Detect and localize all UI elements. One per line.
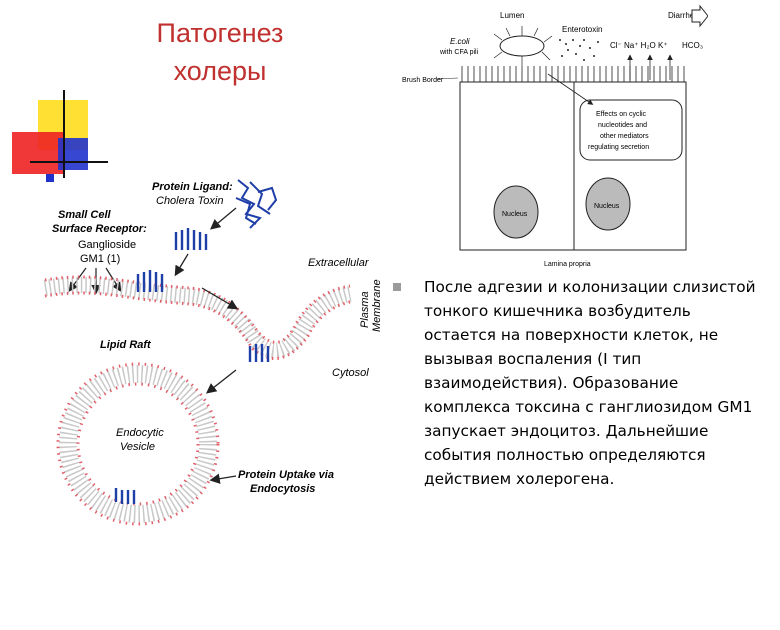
lumen-label: Lumen [500, 11, 524, 20]
effects-label-1: Effects on cyclic [596, 111, 647, 118]
toxin-in-vesicle [114, 488, 136, 504]
description-paragraph: После адгезии и колонизации слизистой то… [424, 275, 774, 491]
paragraph-line: вызывая воспаления (I тип [424, 350, 642, 368]
paragraph-line: действием холерогена. [424, 470, 615, 488]
paragraph-line: события полностью определяются [424, 446, 706, 464]
small-blue-square [46, 174, 54, 182]
title-line-2: холеры [173, 56, 267, 86]
ligand-label: Protein Ligand: Cholera Toxin [152, 181, 233, 207]
title-line-1: Патогенез [156, 18, 284, 48]
paragraph-line: После адгезии и колонизации слизистой [424, 278, 756, 296]
receptor-label-line-2: Surface Receptor: [52, 223, 147, 235]
nucleus-label-left: Nucleus [502, 211, 528, 218]
uptake-arrow [209, 473, 237, 484]
protein-ligand-label: Protein Ligand: [152, 181, 233, 193]
effects-arrow [547, 73, 594, 105]
plasma-membrane-label-1: Plasma [359, 291, 371, 328]
brush-border-label: Brush Border [402, 77, 444, 84]
effects-box [579, 99, 683, 161]
nucleus-right [585, 177, 631, 231]
receptor-label: Small Cell Surface Receptor: Ganglioside… [52, 209, 147, 265]
paragraph-line: запускает эндоцитоз. Дальнейшие [424, 422, 709, 440]
red-square [12, 132, 64, 174]
nucleus-label-right: Nucleus [594, 203, 620, 210]
toxin-bound-raft [136, 270, 164, 292]
receptor-label-line-4: GM1 (1) [80, 253, 120, 265]
diarrhea-arrow [691, 4, 708, 28]
bullet-marker [393, 283, 401, 291]
ecoli-bacterium [499, 35, 545, 57]
enterotoxin-dots [559, 39, 599, 61]
paragraph-line: комплекса токсина с ганглиозидом GM1 [424, 398, 753, 416]
ecoli-label-1: E.coli [450, 37, 470, 46]
ligand-arrow [210, 207, 237, 230]
lamina-propria-label: Lamina propria [544, 261, 591, 268]
lipid-raft-label: Lipid Raft [100, 339, 152, 351]
plasma-membrane-heads-bottom [44, 291, 351, 360]
endocytic-vesicle-label-1: Endocytic [116, 427, 164, 439]
decorative-squares [12, 90, 108, 182]
hco3-label: HCO₃ [682, 41, 703, 50]
vesicle-heads-outer [56, 362, 220, 526]
uptake-label-2: Endocytosis [250, 483, 315, 495]
ions-label: Cl⁻ Na⁺ H₂O K⁺ [610, 41, 668, 50]
effects-label-3: other mediators [600, 133, 649, 140]
plasma-membrane [43, 277, 352, 359]
enterotoxin-label: Enterotoxin [562, 25, 602, 34]
paragraph-line: остается на поверхности клеток, не [424, 326, 719, 344]
cholera-toxin-label: Cholera Toxin [156, 195, 223, 207]
extracellular-label: Extracellular [308, 257, 370, 269]
cholera-toxin-endocytosis-figure: Protein Ligand: Cholera Toxin Small Cell… [43, 179, 383, 526]
effects-label-2: nucleotides and [598, 122, 647, 129]
raft-arrow [201, 287, 239, 310]
slide-title: Патогенез холеры [120, 14, 320, 90]
uptake-label-1: Protein Uptake via [238, 469, 334, 481]
epithelial-layer [459, 81, 687, 251]
cholera-toxin-molecule [235, 179, 278, 229]
receptor-label-line-1: Small Cell [58, 209, 112, 221]
toxin-in-pit [248, 344, 270, 362]
enterocyte-secretion-figure: Lumen Diarrhea E.coli with CFA pili Ente… [402, 4, 708, 268]
toxin-pentamer-free [174, 228, 208, 250]
endocytic-vesicle-label-2: Vesicle [120, 441, 155, 453]
ecoli-pili [493, 26, 553, 66]
endocytic-vesicle [59, 365, 217, 523]
blue-square [58, 138, 88, 170]
nucleus-left [493, 185, 539, 239]
pentamer-arrow [174, 253, 189, 277]
paragraph-line: тонкого кишечника возбудитель [424, 302, 691, 320]
vesicle-heads-inner [76, 382, 200, 506]
effects-label-4: regulating secretion [588, 144, 649, 151]
paragraph-line: взаимодействия). Образование [424, 374, 679, 392]
ecoli-label-2: with CFA pili [439, 49, 479, 56]
receptor-label-line-3: Ganglioside [78, 239, 136, 251]
brush-border-villi [461, 66, 685, 82]
diarrhea-label: Diarrhea [668, 11, 699, 20]
plasma-membrane-label-2: Membrane [371, 279, 383, 332]
brush-border-pointer [435, 77, 459, 80]
cytosol-label: Cytosol [332, 367, 369, 379]
secretion-arrows [627, 54, 673, 80]
pit-arrow [205, 369, 237, 394]
